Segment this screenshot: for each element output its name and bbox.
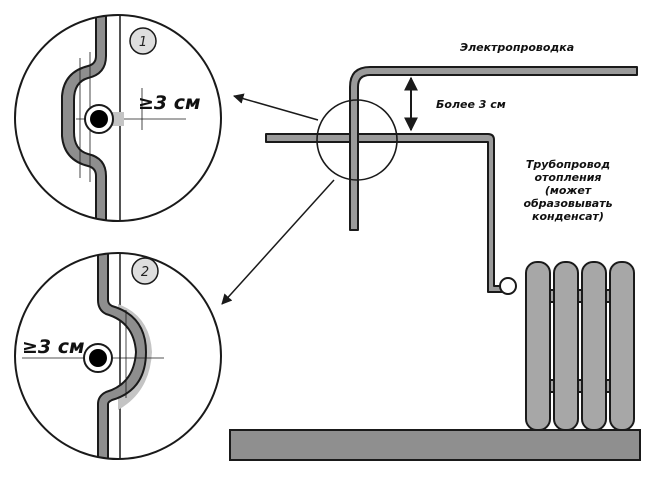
electrical-wiring [349, 66, 638, 231]
heating-pipe [265, 133, 507, 293]
radiator-section [553, 261, 579, 431]
detail-1: 1 ≥3 см [14, 14, 222, 222]
radiator-section [581, 261, 607, 431]
label-wiring: Электропроводка [460, 41, 574, 54]
label-gap: Более 3 см [436, 98, 506, 111]
radiator-section [525, 261, 551, 431]
floor-slab [229, 429, 641, 461]
detail-1-badge [129, 27, 157, 55]
label-pipe-line: (может [545, 184, 592, 197]
radiator-connection [499, 277, 517, 295]
detail-1-number: 1 [139, 35, 147, 50]
detail-2-distance: ≥3 см [22, 336, 85, 358]
wire-bypass [97, 253, 147, 459]
detail-1-distance: ≥3 см [138, 92, 201, 114]
radiator-section [609, 261, 635, 431]
pointer-arrow-2 [221, 179, 335, 305]
wire-bypass [61, 15, 107, 221]
detail-2-number: 2 [141, 265, 149, 280]
label-pipe-line: Трубопровод [526, 158, 610, 171]
label-pipe-line: отопления [535, 171, 602, 184]
detail-2: 2 ≥3 см [14, 252, 222, 460]
label-pipe-line: образовывать [523, 197, 612, 210]
pointer-arrow-1 [232, 93, 319, 121]
radiator [525, 261, 635, 431]
detail-2-badge [131, 257, 159, 285]
crossing-zoom-circle [316, 99, 398, 181]
label-pipe-line: конденсат) [532, 210, 604, 223]
label-heating-pipe: Трубопровод отопления (может образовыват… [523, 158, 612, 223]
